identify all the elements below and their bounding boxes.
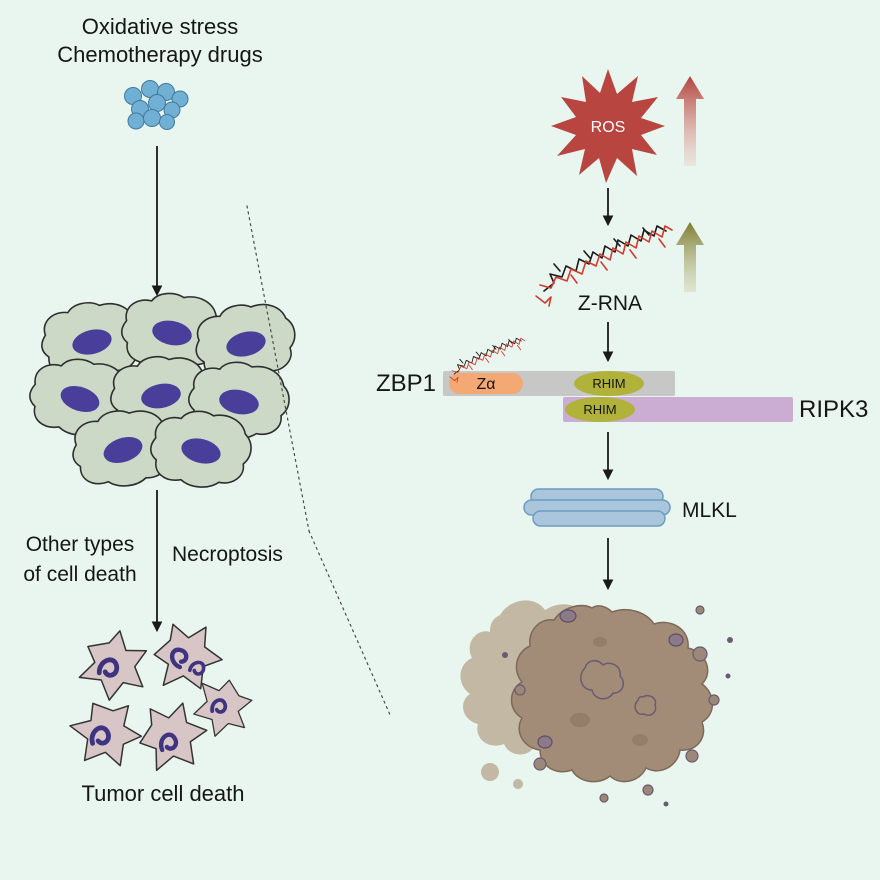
cell-death-branch-labels: Other types of cell death Necroptosis: [23, 533, 283, 586]
za-domain: [449, 373, 523, 394]
tumor-cell: [147, 407, 255, 492]
tumor-cell: [68, 404, 178, 492]
necrotic-vesicle-outline: [634, 694, 657, 717]
increase-arrow-red-icon: [676, 76, 704, 166]
zbp1-ripk3-complex: ZBP1 Zα RHIM RHIM RIPK3: [376, 337, 868, 423]
ros-burst-icon: ROS: [551, 69, 665, 183]
tumor-cell: [107, 353, 214, 436]
ros-label: ROS: [591, 119, 626, 136]
tumor-cell-death-label: Tumor cell death: [81, 781, 244, 806]
necrotic-cell-icon: [460, 600, 733, 807]
zbp1-label: ZBP1: [376, 370, 436, 397]
zrna-black-ticks: [553, 227, 650, 272]
cell-nucleus: [103, 437, 143, 463]
tumor-cell: [184, 357, 293, 443]
drug-dot: [159, 114, 175, 130]
zrna-label: Z-RNA: [578, 292, 642, 315]
zbp1-rhim-domain: [574, 371, 644, 396]
drug-dot: [127, 112, 145, 130]
necrotic-debris: [533, 757, 547, 771]
dead-cell-fragments-icon: [58, 611, 258, 785]
other-death-label-line2: of cell death: [23, 563, 136, 586]
zrna-red-strand-tail: [535, 295, 552, 307]
necrotic-debris: [514, 684, 526, 696]
necrotic-debris-tiny: [663, 801, 669, 807]
necrotic-debris: [685, 749, 699, 763]
necrotic-vesicle-outline: [580, 660, 624, 700]
cell-nucleus: [152, 320, 192, 346]
necrotic-debris-tiny: [502, 652, 508, 658]
mlkl-icon: MLKL: [523, 488, 737, 527]
cell-nucleus: [219, 389, 259, 415]
necrosis-splash-dot: [513, 779, 523, 789]
stimulus-line2: Chemotherapy drugs: [57, 42, 262, 67]
necrotic-edge-bleb: [559, 609, 577, 623]
necrotic-debris: [695, 605, 705, 615]
dead-cell-fragment: [58, 684, 155, 782]
ripk3-rhim-label: RHIM: [583, 402, 616, 417]
necrotic-spot: [632, 734, 648, 746]
cell-nucleus: [181, 438, 221, 464]
increase-arrow-olive-icon: [676, 222, 704, 292]
tumor-cell: [119, 290, 225, 373]
mlkl-pill: [532, 510, 666, 527]
cell-nucleus: [226, 331, 266, 357]
za-domain-label: Zα: [476, 376, 495, 393]
zrna-icon: [535, 225, 673, 307]
necrotic-debris: [708, 694, 720, 706]
tumor-cell: [25, 353, 135, 441]
ripk3-rhim-domain: [565, 397, 635, 422]
necrotic-edge-bleb: [668, 633, 684, 647]
cell-nucleus: [72, 329, 112, 355]
cell-nucleus: [60, 386, 100, 412]
magnification-dashed-line-upper: [246, 205, 310, 532]
tumor-cell: [189, 297, 302, 388]
necrotic-debris: [599, 793, 609, 803]
zrna-red-strand: [539, 225, 673, 289]
necrotic-debris: [642, 784, 654, 796]
ros-star-shape: [551, 69, 665, 183]
necrotic-debris-tiny: [725, 673, 731, 679]
tumor-cell-cluster: [25, 290, 302, 492]
drug-molecules-icon: [124, 80, 189, 130]
mlkl-label: MLKL: [682, 499, 737, 522]
zbp1-rhim-label: RHIM: [592, 376, 625, 391]
other-death-label-line1: Other types: [26, 533, 135, 556]
magnification-dashed-line-lower: [308, 530, 392, 718]
stimulus-line1: Oxidative stress: [82, 14, 239, 39]
necrotic-spot: [593, 637, 607, 647]
stimulus-text: Oxidative stress Chemotherapy drugs: [57, 14, 262, 67]
drug-dot: [148, 94, 166, 112]
tumor-cell: [38, 298, 145, 383]
necrotic-spot: [570, 713, 590, 727]
zrna-red-ticks: [570, 238, 666, 284]
necrosis-splash-dot: [481, 763, 499, 781]
cell-nucleus: [141, 383, 181, 409]
necrotic-debris: [692, 646, 708, 662]
necrotic-debris-tiny: [727, 637, 733, 643]
necrotic-edge-bleb: [537, 735, 553, 749]
drug-dot: [143, 109, 161, 127]
dead-cell-fragment: [75, 623, 154, 708]
ripk3-label: RIPK3: [799, 396, 868, 423]
necroptosis-label: Necroptosis: [172, 543, 283, 566]
zrna-black-strand: [543, 225, 667, 292]
